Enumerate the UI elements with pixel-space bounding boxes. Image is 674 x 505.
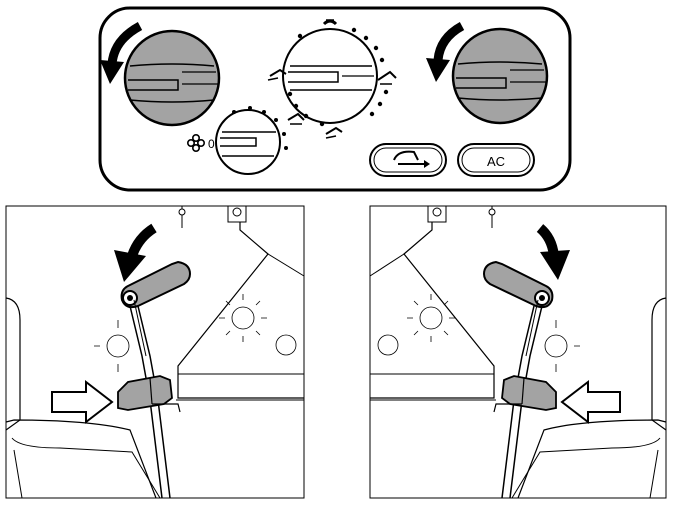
floor-defrost-mode-icon [377,70,397,85]
cable-clip [493,375,557,413]
floor-mode-icon [325,126,343,139]
recirculation-icon [393,150,430,168]
control-panel: 0 AC [98,6,572,192]
cable-clip [117,375,181,413]
right-vent-knob[interactable] [451,27,549,125]
down-arrow-icon [114,223,157,282]
fan-scale-dots [232,106,288,150]
left-vent-illustration [5,205,305,499]
push-right-arrow-icon [51,379,114,425]
air-distribution-knob[interactable] [282,28,378,124]
push-left-arrow-icon [560,379,621,425]
rotate-arrow-icon [100,22,143,84]
clip-marker-icon [377,294,580,372]
bi-level-mode-icon [287,112,305,125]
fan-zero-label: 0 [208,137,215,151]
fan-speed-knob[interactable] [215,109,281,175]
left-vent-knob[interactable] [123,29,221,127]
fan-icon [187,134,206,153]
rotate-arrow-icon [426,22,465,82]
ac-button[interactable]: AC [457,143,535,177]
clip-marker-icon [94,294,297,372]
mode-scale-dots [287,27,389,127]
recirculation-button[interactable] [369,143,447,177]
down-arrow-icon [536,224,570,280]
windshield-defrost-icon [322,19,338,26]
ac-button-label: AC [487,154,505,169]
right-vent-illustration [369,205,667,499]
vent-mode-icon [267,68,287,81]
